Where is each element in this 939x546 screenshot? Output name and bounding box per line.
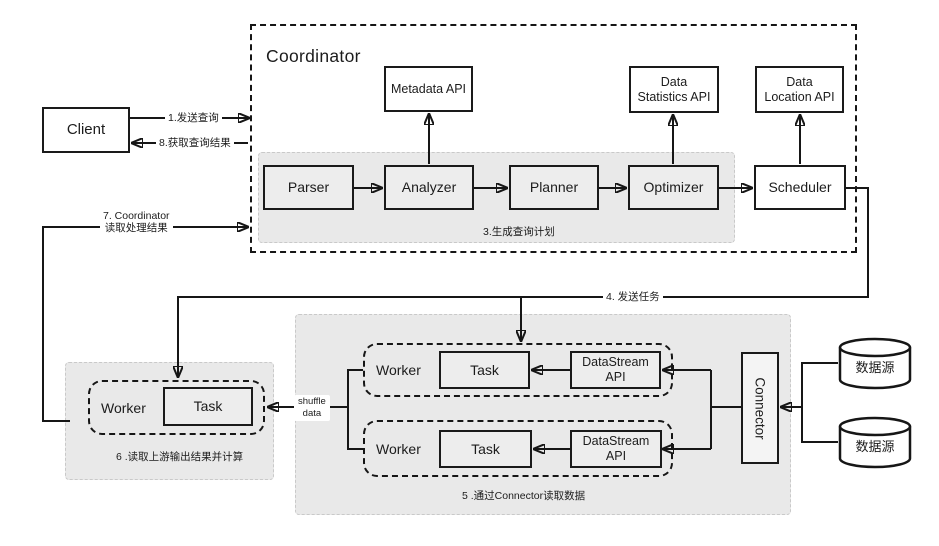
datasource-top-label: 数据源 <box>855 360 895 375</box>
statistics-api-line1: Data <box>660 74 688 89</box>
scheduler-node: Scheduler <box>754 165 846 210</box>
statistics-api-line2: Statistics API <box>637 89 711 104</box>
shuffle-data-label: shuffle data <box>294 395 330 421</box>
shuffle-line1: shuffle <box>298 396 326 407</box>
datastream-bottom-line2: API <box>605 449 627 463</box>
shuffle-line2: data <box>302 407 322 419</box>
planner-node: Planner <box>509 165 599 210</box>
datastream-top-line2: API <box>605 370 626 384</box>
source-task-bottom-label: Task <box>471 440 500 457</box>
datasource-bottom-label: 数据源 <box>855 439 895 454</box>
source-worker-bottom-group <box>363 420 673 477</box>
parser-node: Parser <box>263 165 354 210</box>
optimizer-node: Optimizer <box>628 165 719 210</box>
datasource-top: 数据源 <box>838 337 912 390</box>
step5-label: 5 .通过Connector读取数据 <box>462 490 586 502</box>
plan-stage-label: 3.生成查询计划 <box>483 226 555 238</box>
datastream-top-line1: DataStream <box>582 355 649 369</box>
coordinator-group <box>250 24 857 253</box>
source-task-bottom-node: Task <box>439 430 532 468</box>
source-task-top-node: Task <box>439 351 530 389</box>
location-api-line2: Location API <box>764 89 835 104</box>
result-task-node: Task <box>163 387 253 426</box>
parser-label: Parser <box>287 179 330 196</box>
coordinator-title: Coordinator <box>266 46 361 66</box>
step4-label: 4. 发送任务 <box>603 291 663 304</box>
data-statistics-api-node: Data Statistics API <box>629 66 719 113</box>
step7-line2: 读取处理结果 <box>104 222 168 235</box>
step1-label: 1.发送查询 <box>165 112 222 125</box>
datastream-api-bottom-node: DataStream API <box>570 430 662 468</box>
source-worker-top-group <box>363 343 673 397</box>
result-task-label: Task <box>193 398 223 415</box>
location-api-line1: Data <box>786 74 813 89</box>
client-node: Client <box>42 107 130 153</box>
datastream-bottom-line1: DataStream <box>582 434 650 448</box>
result-worker-group <box>88 380 265 435</box>
scheduler-label: Scheduler <box>768 179 832 196</box>
data-location-api-node: Data Location API <box>755 66 844 113</box>
step8-label: 8.获取查询结果 <box>156 137 234 150</box>
source-worker-bottom-label: Worker <box>376 441 421 457</box>
database-icon <box>838 416 912 469</box>
metadata-api-node: Metadata API <box>384 66 473 112</box>
optimizer-label: Optimizer <box>643 179 704 196</box>
database-icon <box>838 337 912 390</box>
connector-label: Connector <box>752 376 768 440</box>
client-label: Client <box>66 121 106 138</box>
metadata-api-label: Metadata API <box>390 81 467 96</box>
result-worker-label: Worker <box>101 400 146 416</box>
planner-label: Planner <box>529 179 579 196</box>
source-task-top-label: Task <box>470 361 499 378</box>
step7-line1: 7. Coordinator <box>103 210 170 222</box>
connector-node: Connector <box>741 352 779 464</box>
step7-label: 7. Coordinator 读取处理结果 <box>100 210 173 235</box>
step6-label: 6 .读取上游输出结果并计算 <box>116 451 244 463</box>
analyzer-label: Analyzer <box>401 179 457 196</box>
wire-datasource-trunk <box>801 362 838 443</box>
analyzer-node: Analyzer <box>384 165 474 210</box>
datasource-bottom: 数据源 <box>838 416 912 469</box>
datastream-api-top-node: DataStream API <box>570 351 661 389</box>
source-worker-top-label: Worker <box>376 362 421 378</box>
